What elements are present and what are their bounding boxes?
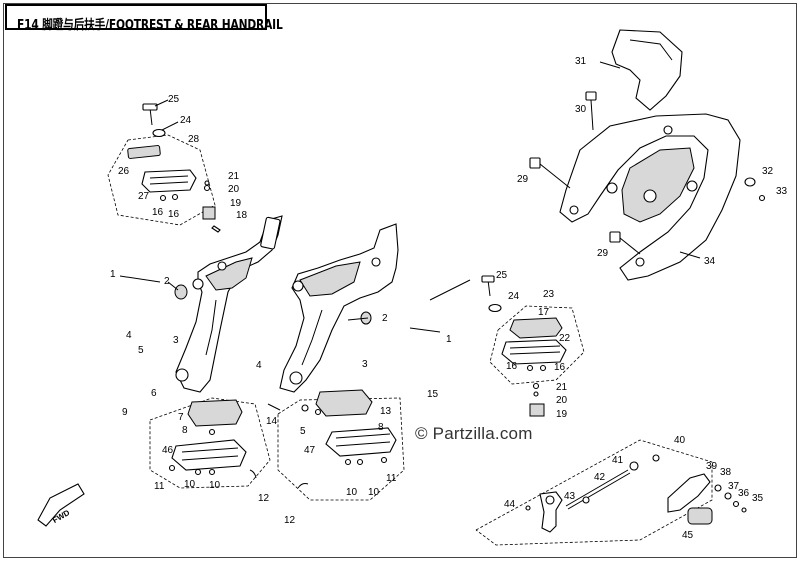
callout-40: 40: [674, 435, 686, 446]
callout-44: 44: [504, 499, 516, 510]
left-footrest-bracket: [174, 215, 283, 393]
callout-16: 16: [506, 361, 518, 372]
callout-27: 27: [138, 191, 150, 202]
callout-39: 39: [706, 461, 718, 472]
pedal-rubber-45: [687, 507, 713, 525]
callout-11: 11: [386, 473, 397, 484]
callout-11: 11: [154, 481, 165, 492]
callout-16: 16: [554, 362, 566, 373]
callout-17: 17: [538, 307, 550, 318]
callout-29: 29: [517, 174, 529, 185]
upper-left-footpeg-group: [107, 103, 221, 233]
callout-38: 38: [720, 467, 732, 478]
callout-21: 21: [228, 171, 240, 182]
lower-center-footpeg-group: [277, 389, 405, 501]
callout-29: 29: [597, 248, 609, 259]
callout-10: 10: [368, 487, 380, 498]
callout-31: 31: [575, 56, 587, 67]
callout-10: 10: [346, 487, 358, 498]
callout-12: 12: [258, 493, 270, 504]
callout-41: 41: [612, 455, 624, 466]
callout-13: 13: [380, 406, 392, 417]
callout-46: 46: [162, 445, 174, 456]
shift-lever-43: [539, 491, 563, 533]
callout-26: 26: [118, 166, 130, 177]
diagram-title: F14 脚蹬与后扶手/FOOTREST & REAR HANDRAIL: [17, 18, 283, 33]
callout-6: 6: [151, 388, 157, 399]
callout-20: 20: [556, 395, 568, 406]
rear-handrail-group: [529, 29, 766, 281]
callout-16: 16: [152, 207, 164, 218]
clip-19: [202, 206, 216, 220]
callout-24: 24: [508, 291, 520, 302]
callout-42: 42: [594, 472, 606, 483]
callout-24: 24: [180, 115, 192, 126]
footpeg-27: [141, 169, 197, 193]
title-box: F14 脚蹬与后扶手/FOOTREST & REAR HANDRAIL: [5, 4, 283, 33]
callout-33: 33: [776, 186, 788, 197]
callout-15: 15: [427, 389, 439, 400]
callout-10: 10: [184, 479, 196, 490]
callout-7: 7: [178, 412, 184, 423]
fwd-arrow-icon: [37, 483, 85, 527]
linkage-group: [475, 439, 747, 546]
callout-12: 12: [284, 515, 296, 526]
callout-16: 16: [168, 209, 180, 220]
callout-3: 3: [173, 335, 179, 346]
callout-5: 5: [300, 426, 306, 437]
callout-3: 3: [362, 359, 368, 370]
callout-45: 45: [682, 530, 694, 541]
callout-19: 19: [556, 409, 568, 420]
rear-handrail-34: [559, 113, 741, 281]
right-footrest-bracket: [279, 223, 399, 393]
callout-35: 35: [752, 493, 764, 504]
watermark: © Partzilla.com: [415, 424, 533, 443]
callout-4: 4: [126, 330, 132, 341]
callout-1: 1: [446, 334, 452, 345]
callout-37: 37: [728, 481, 740, 492]
callout-22: 22: [559, 333, 571, 344]
callout-5: 5: [138, 345, 144, 356]
callout-19: 19: [230, 198, 242, 209]
callout-1: 1: [110, 269, 116, 280]
callout-23: 23: [543, 289, 555, 300]
callout-34: 34: [704, 256, 716, 267]
leader-lines: [119, 61, 701, 411]
lower-left-footpeg-group: [149, 397, 271, 489]
callout-32: 32: [762, 166, 774, 177]
callout-21: 21: [556, 382, 568, 393]
callout-14: 14: [266, 416, 278, 427]
callout-28: 28: [188, 134, 200, 145]
right-footpeg-group: [481, 275, 585, 417]
callout-8: 8: [378, 422, 384, 433]
callout-2: 2: [382, 313, 388, 324]
callout-9: 9: [122, 407, 128, 418]
callout-8: 8: [182, 425, 188, 436]
callout-43: 43: [564, 491, 576, 502]
callout-25: 25: [496, 270, 508, 281]
callout-20: 20: [228, 184, 240, 195]
footpeg-rubber-26: [127, 145, 161, 159]
callout-47: 47: [304, 445, 316, 456]
callout-30: 30: [575, 104, 587, 115]
callout-10: 10: [209, 480, 221, 491]
callout-36: 36: [738, 488, 750, 499]
pedal-arm: [667, 473, 711, 513]
callout-25: 25: [168, 94, 180, 105]
callout-4: 4: [256, 360, 262, 371]
callout-18: 18: [236, 210, 248, 221]
callout-2: 2: [164, 276, 170, 287]
